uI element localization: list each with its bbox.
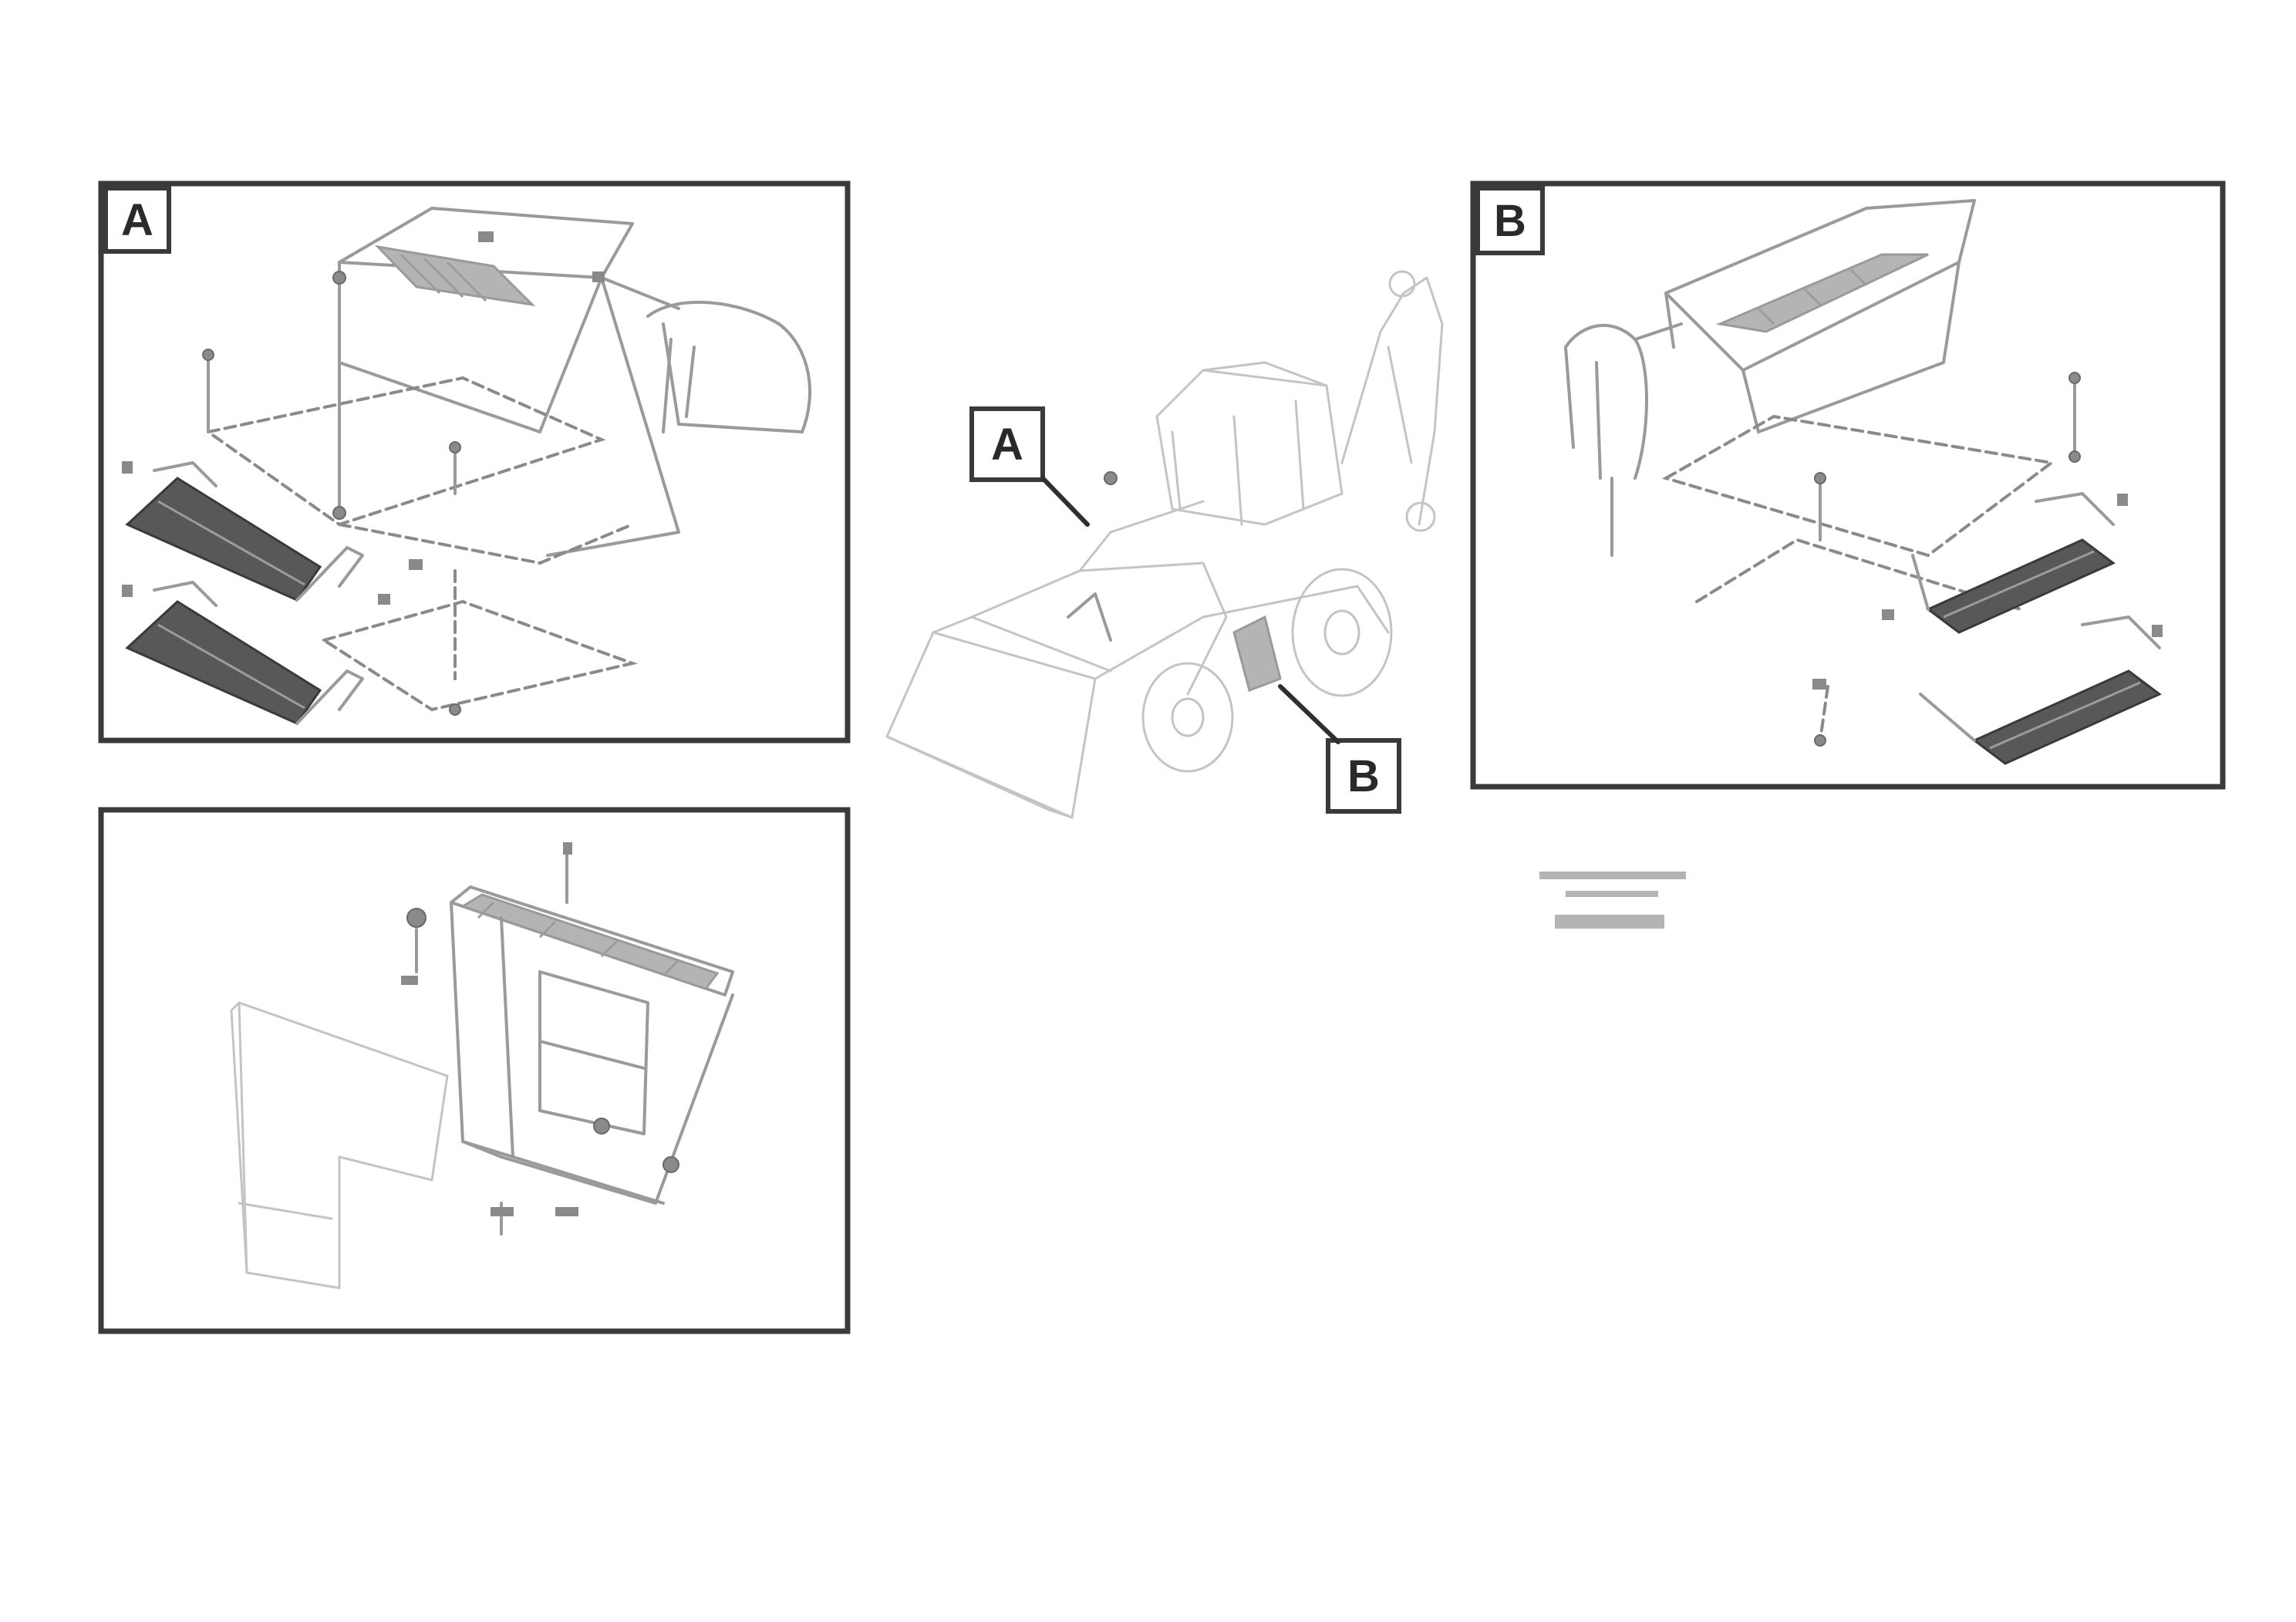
overview-callout-b-label: B xyxy=(1347,751,1380,801)
detail-a-drawing xyxy=(122,207,811,725)
detail-a-tag: A xyxy=(103,186,171,254)
detail-panel-b: B xyxy=(1470,180,2226,790)
reference-line-2 xyxy=(1566,891,1658,897)
detail-b-tag-label: B xyxy=(1494,196,1526,246)
detail-a-tag-label: A xyxy=(121,195,153,245)
detail-b-tag: B xyxy=(1475,186,1545,255)
detail-panel-c xyxy=(98,807,851,1334)
overview-callout-a-label: A xyxy=(991,420,1023,470)
reference-line-1 xyxy=(1539,872,1686,879)
overview-callout-b-leader xyxy=(1278,684,1340,744)
detail-panel-c-frame xyxy=(98,807,851,1334)
overview-callout-a: A xyxy=(969,406,1090,527)
detail-c-drawing xyxy=(230,842,734,1290)
overview-machine: A B xyxy=(885,270,1444,819)
machine-drawing xyxy=(885,270,1444,819)
reference-line-3 xyxy=(1555,915,1664,929)
detail-b-drawing xyxy=(1564,199,2163,765)
reference-block xyxy=(1539,872,1686,929)
detail-panel-a: A xyxy=(98,180,851,744)
overview-callout-a-leader xyxy=(1040,476,1090,527)
overview-callout-b: B xyxy=(1278,684,1401,814)
